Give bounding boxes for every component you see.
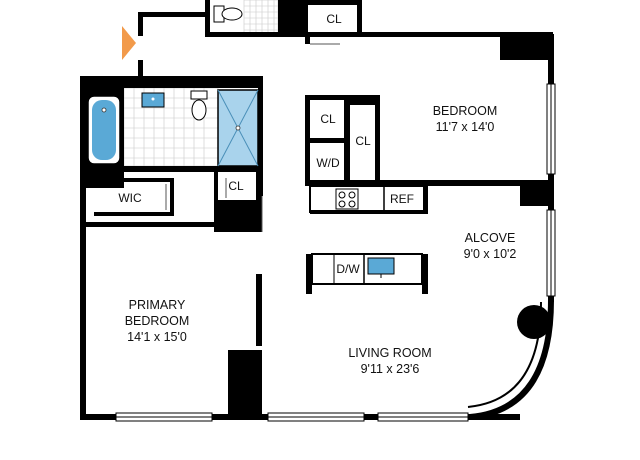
stove-icon [335, 188, 359, 210]
alcove-dims: 9'0 x 10'2 [464, 247, 517, 261]
sink-icon [141, 92, 165, 108]
closet-label-mid-right: CL [355, 134, 371, 148]
wic-label: WIC [118, 191, 142, 205]
toilet-icon [190, 90, 208, 121]
closet-label-mid-left: CL [320, 112, 336, 126]
primary-dims: 14'1 x 15'0 [127, 330, 187, 344]
shower-icon [217, 89, 259, 167]
alcove-name: ALCOVE [465, 231, 516, 245]
entry-arrow-icon [122, 26, 136, 60]
refrigerator-label: REF [390, 192, 414, 206]
dishwasher-label: D/W [336, 262, 360, 276]
living-room-dims: 9'11 x 23'6 [361, 362, 420, 376]
bathtub-icon [87, 95, 121, 165]
tile-grid-bath [123, 87, 219, 167]
door-swings [165, 43, 340, 232]
closet-label-top: CL [326, 12, 342, 26]
washer-dryer-label: W/D [316, 156, 340, 170]
bedroom-dims: 11'7 x 14'0 [436, 120, 495, 134]
toilet-icon [213, 5, 243, 23]
windows [115, 83, 556, 422]
bedroom-name: BEDROOM [433, 104, 498, 118]
walls [80, 0, 554, 420]
closet-label-bath: CL [228, 179, 244, 193]
primary-name-line2: BEDROOM [125, 314, 190, 328]
living-room-name: LIVING ROOM [348, 346, 431, 360]
primary-name-line1: PRIMARY [129, 298, 186, 312]
sink-icon [367, 257, 395, 278]
tile-grid-top [243, 0, 279, 37]
